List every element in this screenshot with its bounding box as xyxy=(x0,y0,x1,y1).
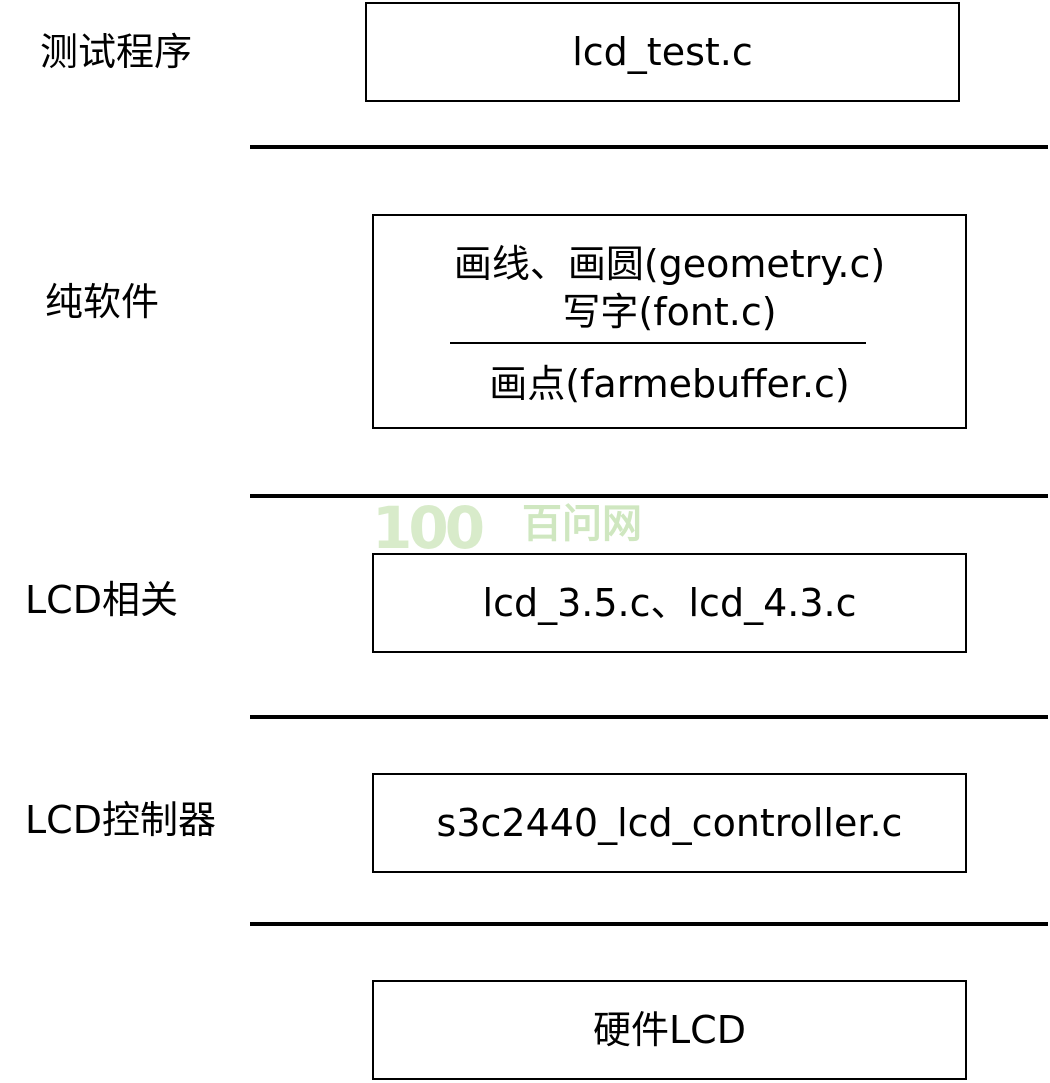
layer-label-lcd-related: LCD相关 xyxy=(25,578,178,622)
layer-label-test-program: 测试程序 xyxy=(40,30,193,74)
box-lcd-test: lcd_test.c xyxy=(365,2,960,102)
watermark-name: 百问网 xyxy=(522,500,642,547)
box-lcd-related: lcd_3.5.c、lcd_4.3.c xyxy=(372,553,967,653)
box-text-geometry: 画线、画圆(geometry.c) xyxy=(453,242,886,286)
layer-separator-2 xyxy=(250,494,1048,498)
box-text-lcd-test: lcd_test.c xyxy=(572,30,753,74)
layer-label-lcd-controller: LCD控制器 xyxy=(25,798,216,842)
inner-divider xyxy=(450,342,866,344)
box-hardware-lcd: 硬件LCD xyxy=(372,980,967,1080)
box-text-lcd-controller: s3c2440_lcd_controller.c xyxy=(436,801,903,845)
layer-separator-3 xyxy=(250,715,1048,719)
watermark-logo: 100 xyxy=(372,494,485,562)
box-pure-software: 画线、画圆(geometry.c) 写字(font.c) 画点(farmebuf… xyxy=(372,214,967,429)
layer-separator-4 xyxy=(250,922,1048,926)
layer-label-pure-software: 纯软件 xyxy=(45,280,160,324)
layer-separator-1 xyxy=(250,145,1048,149)
box-text-hardware-lcd: 硬件LCD xyxy=(593,1008,746,1052)
box-lcd-controller: s3c2440_lcd_controller.c xyxy=(372,773,967,873)
box-text-framebuffer: 画点(farmebuffer.c) xyxy=(489,362,850,406)
box-text-font: 写字(font.c) xyxy=(562,290,777,334)
box-text-lcd-sizes: lcd_3.5.c、lcd_4.3.c xyxy=(482,581,857,625)
